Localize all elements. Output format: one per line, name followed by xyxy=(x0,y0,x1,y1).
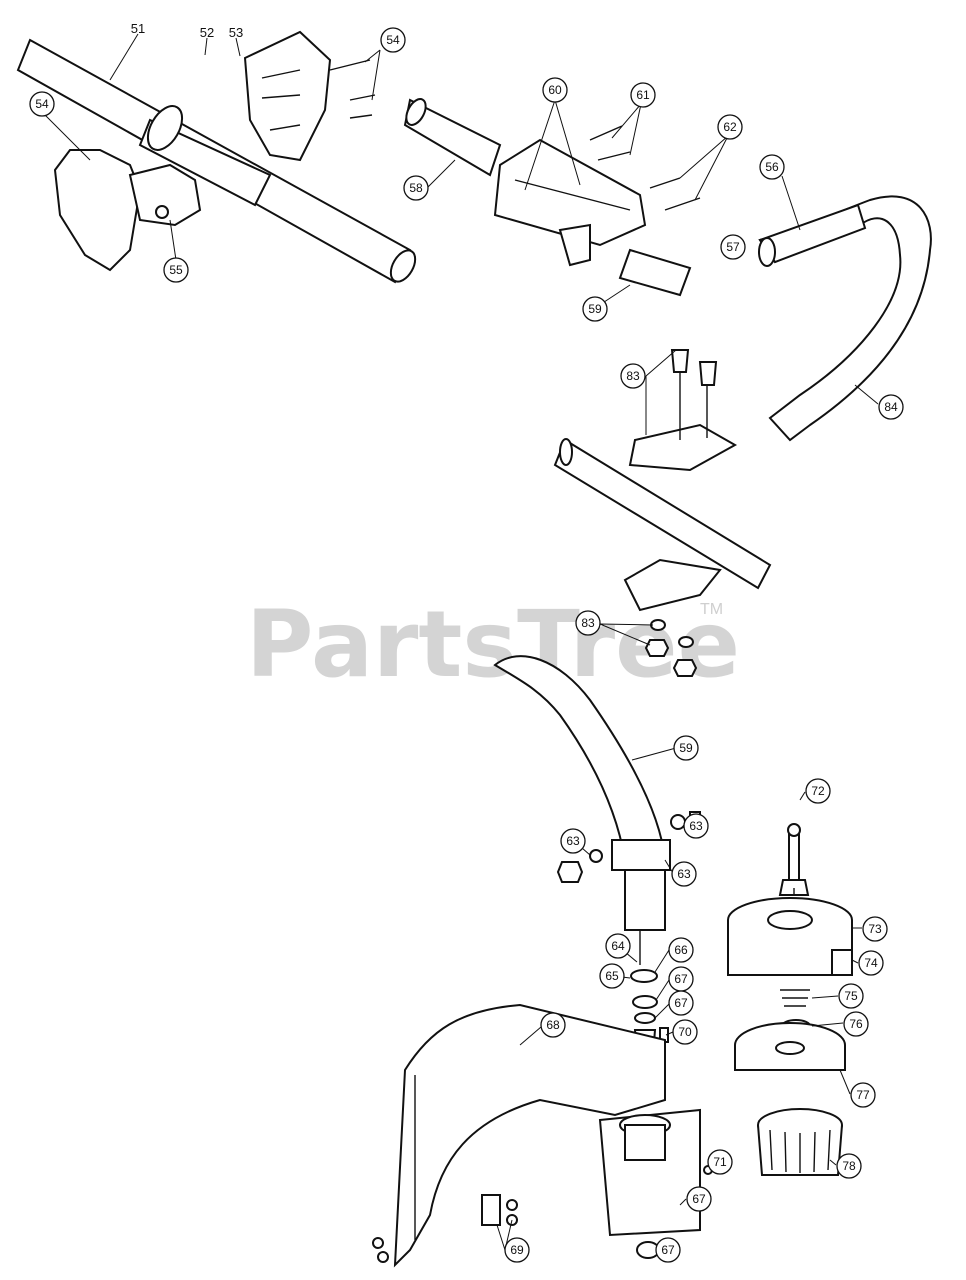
engine-adapter-housing xyxy=(53,149,202,272)
callout-78: 78 xyxy=(836,1153,862,1179)
callout-63-right: 63 xyxy=(683,813,709,839)
callout-53: 53 xyxy=(229,25,243,40)
svg-text:63: 63 xyxy=(566,834,580,848)
callout-67-a: 67 xyxy=(668,966,694,992)
callouts: 51 52 53 54 54 55 56 57 58 59 xyxy=(29,21,904,1263)
deflector-shield xyxy=(393,1003,666,1268)
svg-text:67: 67 xyxy=(661,1243,675,1257)
callout-67-c: 67 xyxy=(686,1186,712,1212)
svg-text:72: 72 xyxy=(811,784,825,798)
svg-text:83: 83 xyxy=(581,616,595,630)
callout-57: 57 xyxy=(720,234,746,260)
svg-text:59: 59 xyxy=(679,741,693,755)
svg-text:65: 65 xyxy=(605,969,619,983)
svg-text:84: 84 xyxy=(884,400,898,414)
svg-text:54: 54 xyxy=(386,33,400,47)
svg-text:69: 69 xyxy=(510,1243,524,1257)
clutch-housing xyxy=(243,30,332,162)
callout-77: 77 xyxy=(850,1082,876,1108)
loop-handle xyxy=(758,195,932,442)
callout-54-top: 54 xyxy=(380,27,406,53)
svg-text:58: 58 xyxy=(409,181,423,195)
callout-55: 55 xyxy=(163,257,189,283)
callout-72: 72 xyxy=(805,778,831,804)
handle-grip xyxy=(403,98,502,177)
callout-65: 65 xyxy=(599,963,625,989)
svg-text:76: 76 xyxy=(849,1017,863,1031)
svg-text:64: 64 xyxy=(611,939,625,953)
svg-text:63: 63 xyxy=(689,819,703,833)
callout-64: 64 xyxy=(605,933,631,959)
callout-60: 60 xyxy=(542,77,568,103)
svg-text:61: 61 xyxy=(636,88,650,102)
svg-text:60: 60 xyxy=(548,83,562,97)
callout-69: 69 xyxy=(504,1237,530,1263)
svg-text:67: 67 xyxy=(674,972,688,986)
watermark-trademark: TM xyxy=(700,601,723,618)
svg-text:63: 63 xyxy=(677,867,691,881)
callout-68: 68 xyxy=(540,1012,566,1038)
callout-84: 84 xyxy=(878,394,904,420)
callout-59-top: 59 xyxy=(582,296,608,322)
svg-text:70: 70 xyxy=(678,1025,692,1039)
svg-text:59: 59 xyxy=(588,302,602,316)
callout-70: 70 xyxy=(672,1019,698,1045)
callout-67-b: 67 xyxy=(668,990,694,1016)
svg-text:67: 67 xyxy=(674,996,688,1010)
callout-52: 52 xyxy=(200,25,214,40)
trimmer-head-assembly xyxy=(727,823,853,1176)
callout-56: 56 xyxy=(759,154,785,180)
callout-54-left: 54 xyxy=(29,91,55,117)
callout-63-clamp: 63 xyxy=(671,861,697,887)
callout-51: 51 xyxy=(131,21,145,36)
callout-74: 74 xyxy=(858,950,884,976)
handle-bracket-assembly xyxy=(553,349,772,612)
callout-59-lower: 59 xyxy=(673,735,699,761)
clamp-screws xyxy=(329,59,376,119)
callout-62: 62 xyxy=(717,114,743,140)
callout-83-lower: 83 xyxy=(575,610,601,636)
svg-text:77: 77 xyxy=(856,1088,870,1102)
callout-61: 61 xyxy=(630,82,656,108)
callout-83-upper: 83 xyxy=(620,363,646,389)
svg-text:73: 73 xyxy=(868,922,882,936)
shield-mount-hardware xyxy=(372,1194,518,1263)
svg-text:56: 56 xyxy=(765,160,779,174)
svg-text:55: 55 xyxy=(169,263,183,277)
svg-text:54: 54 xyxy=(35,97,49,111)
callout-58: 58 xyxy=(403,175,429,201)
callout-71: 71 xyxy=(707,1149,733,1175)
callout-75: 75 xyxy=(838,983,864,1009)
callout-67-d: 67 xyxy=(655,1237,681,1263)
svg-text:62: 62 xyxy=(723,120,737,134)
svg-text:83: 83 xyxy=(626,369,640,383)
handle-sleeve xyxy=(618,248,692,297)
svg-text:75: 75 xyxy=(844,989,858,1003)
callout-66: 66 xyxy=(668,937,694,963)
callout-73: 73 xyxy=(862,916,888,942)
svg-text:71: 71 xyxy=(713,1155,727,1169)
svg-text:74: 74 xyxy=(864,956,878,970)
callout-76: 76 xyxy=(843,1011,869,1037)
callout-63-left: 63 xyxy=(560,828,586,854)
svg-text:66: 66 xyxy=(674,943,688,957)
coupler-screws xyxy=(589,125,701,211)
svg-text:68: 68 xyxy=(546,1018,560,1032)
gear-head-housing xyxy=(598,1108,713,1259)
svg-text:67: 67 xyxy=(692,1192,706,1206)
handle-coupler-clamp xyxy=(493,138,647,267)
drive-shaft-tube xyxy=(16,38,417,284)
svg-text:78: 78 xyxy=(842,1159,856,1173)
svg-text:57: 57 xyxy=(726,240,740,254)
